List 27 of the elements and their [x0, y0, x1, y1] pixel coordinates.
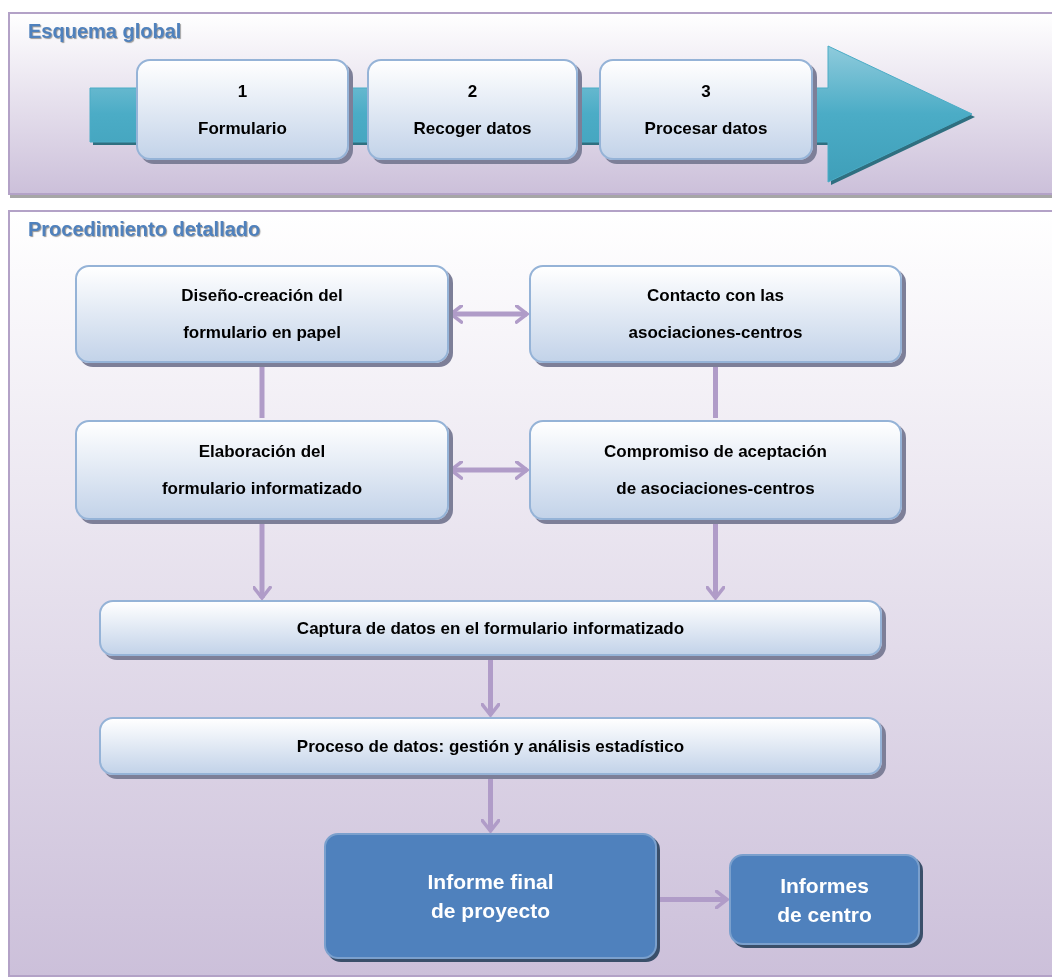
- report-box: [324, 833, 657, 959]
- step-number: 2: [467, 80, 478, 103]
- connector-line: [713, 367, 718, 418]
- box-label: Procesar datos: [644, 117, 768, 140]
- box-label: Captura de datos en el formulario informatizado: [296, 617, 685, 640]
- panel: [8, 210, 1052, 977]
- box-label: Informes de centro: [776, 872, 873, 928]
- box-label: Compromiso de aceptación de asociaciones-centros: [603, 441, 828, 500]
- panel-title: Procedimiento detallado: [28, 218, 261, 241]
- box-label: Informe final de proyecto: [426, 869, 555, 924]
- connector-line: [259, 367, 265, 418]
- arrow: [705, 524, 726, 600]
- arrow: [252, 524, 272, 600]
- report-box: [729, 854, 920, 945]
- arrow: [659, 889, 729, 910]
- box-label: Diseño-creación del formulario en papel: [180, 285, 344, 344]
- box-label: Recoger datos: [413, 117, 532, 140]
- panel-title: Esquema global: [28, 20, 182, 43]
- box-label: Proceso de datos: gestión y análisis estadístico: [296, 735, 685, 758]
- step-number: 3: [701, 80, 711, 103]
- step-number: 1: [237, 80, 248, 103]
- box-label: Elaboración del formulario informatizado: [160, 441, 364, 500]
- panel: [8, 12, 1052, 195]
- box-label: Formulario: [198, 117, 287, 140]
- box-label: Contacto con las asociaciones-centros: [627, 285, 804, 344]
- arrow: [480, 779, 501, 833]
- arrow: [480, 660, 501, 717]
